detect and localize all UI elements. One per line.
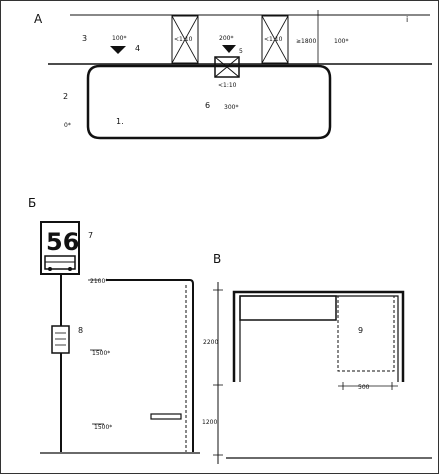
width-500-label: 500 (358, 384, 370, 391)
label-1: 1. (116, 117, 124, 126)
label-3: 3 (82, 34, 87, 43)
crossing-right (261, 15, 289, 64)
shelter-bench-side (150, 413, 182, 420)
crossing-left (171, 15, 199, 64)
slope-left-label: <1:10 (174, 36, 193, 43)
label-5: 5 (239, 48, 243, 55)
level-marker-100-icon (110, 46, 126, 54)
shelter-front-frame (232, 290, 405, 382)
label-7: 7 (88, 231, 93, 240)
label-4: 4 (135, 44, 140, 53)
label-6: 6 (205, 101, 210, 110)
ramp-marker-icon (214, 56, 240, 78)
section-a-letter: А (34, 12, 43, 26)
height-1500b-label: 1500* (94, 424, 112, 431)
timetable-board (51, 325, 70, 354)
label-0: 0* (64, 122, 71, 129)
platform-outline (86, 64, 332, 140)
shelter-side-roof (106, 279, 194, 452)
shelter-front-inner (239, 295, 399, 382)
shelter-side-panel (337, 295, 395, 372)
section-v-letter: В (213, 252, 221, 266)
label-i: i (406, 15, 408, 24)
height-1500a-label: 1500* (92, 350, 110, 357)
shelter-roof-panel (239, 295, 337, 321)
label-300: 300* (224, 104, 238, 111)
label-1800: ≥1800 (296, 38, 316, 45)
level-marker-200-icon (222, 45, 236, 53)
sign-route-number: 56 (46, 228, 79, 256)
height-1200-label: 1200 (202, 419, 217, 426)
label-200: 200* (219, 35, 233, 42)
section-b-letter: Б (28, 196, 36, 210)
label-100b: 100* (334, 38, 348, 45)
height-2200-label: 2200 (203, 339, 218, 346)
label-2: 2 (63, 92, 68, 101)
height-2100-label: 2100* (90, 278, 108, 285)
label-100a: 100* (112, 35, 126, 42)
slope-bottom-label: <1:10 (218, 82, 237, 89)
slope-right-label: <1:10 (264, 36, 283, 43)
label-9: 9 (358, 326, 363, 335)
label-8: 8 (78, 326, 83, 335)
